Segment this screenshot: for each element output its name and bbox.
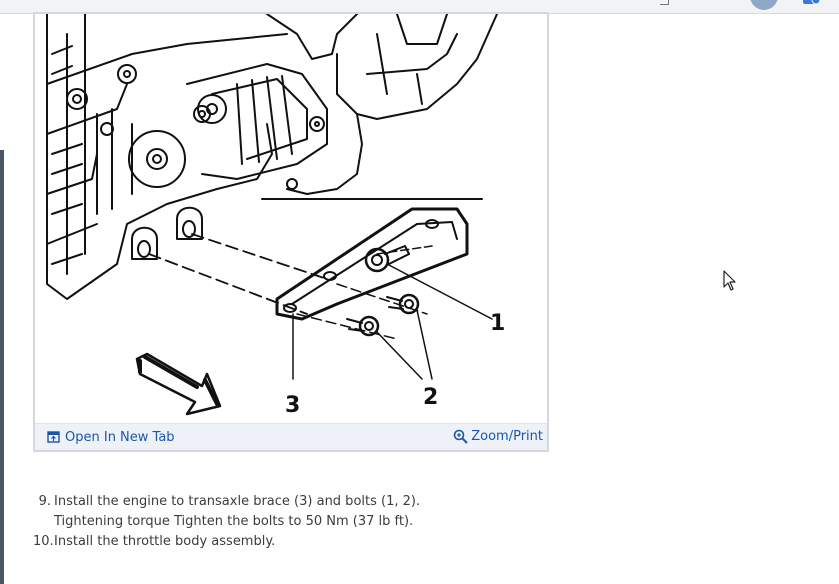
callout-2: 2: [423, 385, 438, 410]
zoom-print-label: Zoom/Print: [471, 428, 543, 444]
callout-1: 1: [490, 311, 505, 336]
step-subtext: Tightening torque Tighten the bolts to 5…: [54, 514, 414, 529]
figure-card: 1 2 3 Open In New Tab Zoom/Print: [33, 12, 549, 452]
profile-avatar[interactable]: [750, 0, 778, 10]
step-number: 10.: [33, 534, 54, 549]
open-in-new-tab-icon: [47, 431, 60, 443]
procedure-steps: 9. Install the engine to transaxle brace…: [33, 492, 553, 552]
step-number: 9.: [38, 494, 51, 509]
zoom-icon: [453, 429, 468, 444]
open-in-new-tab-label: Open In New Tab: [65, 429, 175, 445]
engine-brace-diagram: 1 2 3: [46, 14, 505, 418]
step-text: Install the engine to transaxle brace (3…: [54, 494, 421, 509]
step-10: 10. Install the throttle body assembly.: [33, 532, 553, 552]
figure-footer: Open In New Tab Zoom/Print: [35, 423, 547, 450]
mouse-pointer-icon: [723, 270, 736, 291]
open-in-new-tab-link[interactable]: Open In New Tab: [47, 428, 175, 446]
zoom-print-link[interactable]: Zoom/Print: [453, 426, 543, 446]
step-9: 9. Install the engine to transaxle brace…: [33, 492, 553, 532]
toolbar-chevron-icon[interactable]: [660, 0, 669, 5]
callout-3: 3: [285, 393, 300, 418]
step-text: Install the throttle body assembly.: [54, 534, 276, 549]
window-edge: [0, 150, 4, 584]
extension-icon[interactable]: [803, 0, 821, 6]
